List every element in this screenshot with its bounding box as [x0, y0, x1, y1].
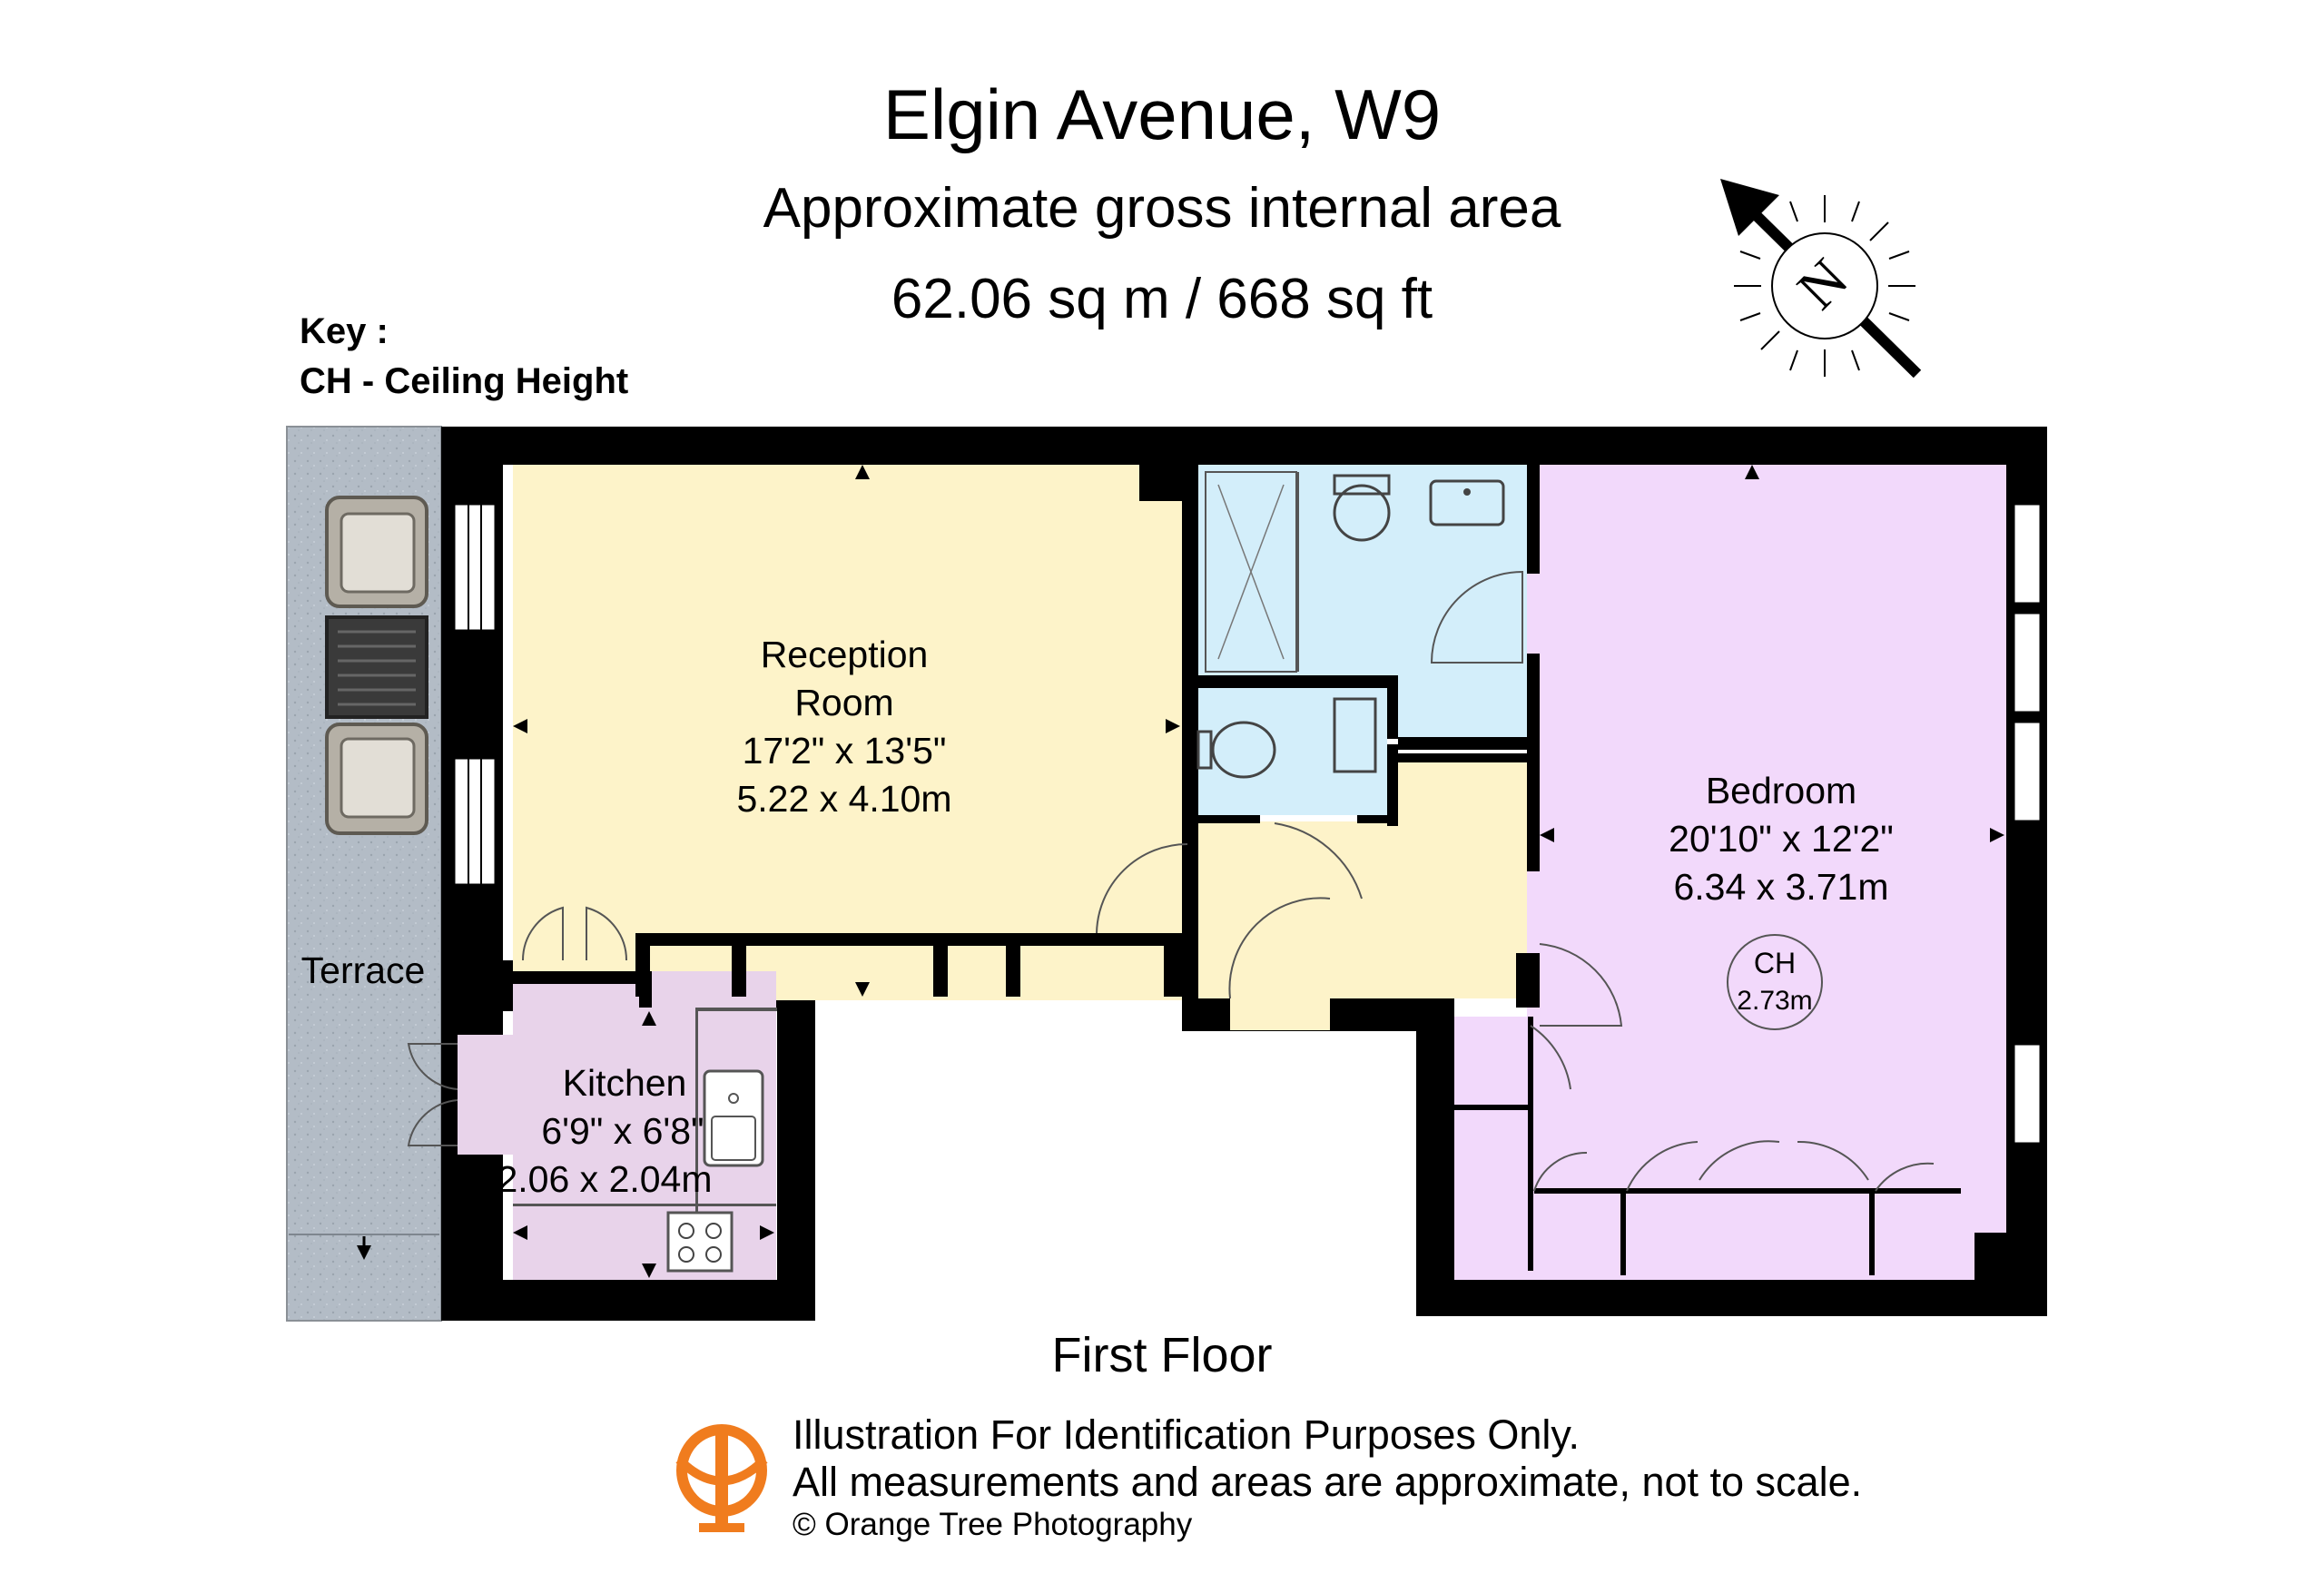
kitchen-imperial: 6'9" x 6'8" — [541, 1110, 704, 1152]
kitchen-name: Kitchen — [563, 1062, 687, 1104]
kitchen-metric: 2.06 x 2.04m — [497, 1158, 712, 1200]
reception-name-1: Reception — [761, 634, 929, 675]
dimension-arrows — [513, 465, 2004, 1278]
floor-label: First Floor — [1051, 1328, 1273, 1382]
reception-room — [513, 465, 1182, 1000]
armchair-icon — [325, 496, 428, 608]
kitchen — [458, 971, 777, 1280]
wc — [1196, 688, 1387, 900]
bathroom — [1198, 465, 1527, 750]
ceiling-height-label: CH — [1754, 947, 1796, 979]
disclaimer-line-2: All measurements and areas are approxima… — [793, 1459, 1863, 1505]
armchair-icon — [325, 723, 428, 835]
ceiling-height-marker: CH 2.73m — [1727, 934, 1823, 1030]
bedroom-imperial: 20'10" x 12'2" — [1669, 818, 1894, 860]
bedroom-name: Bedroom — [1706, 770, 1856, 811]
bedroom-metric: 6.34 x 3.71m — [1673, 866, 1888, 908]
bedroom — [1454, 465, 2006, 1280]
north-arrow-icon: N — [1720, 179, 1922, 379]
reception-name-2: Room — [794, 682, 893, 723]
table-icon — [325, 615, 428, 719]
area-label: Approximate gross internal area — [763, 177, 1561, 240]
terrace-name: Terrace — [301, 949, 426, 991]
reception-units — [635, 843, 1331, 999]
windows — [407, 502, 2043, 1146]
copyright: © Orange Tree Photography — [793, 1507, 1193, 1542]
reception-metric: 5.22 x 4.10m — [736, 778, 951, 820]
ceiling-height-value: 2.73m — [1737, 986, 1812, 1016]
key-entry: CH - Ceiling Height — [300, 361, 629, 401]
reception-imperial: 17'2" x 13'5" — [743, 730, 947, 772]
page-title: Elgin Avenue, W9 — [882, 74, 1442, 154]
key-heading: Key : — [300, 311, 389, 351]
area-value: 62.06 sq m / 668 sq ft — [891, 268, 1433, 330]
orange-tree-logo — [675, 1424, 768, 1532]
disclaimer-line-1: Illustration For Identification Purposes… — [793, 1411, 1581, 1458]
